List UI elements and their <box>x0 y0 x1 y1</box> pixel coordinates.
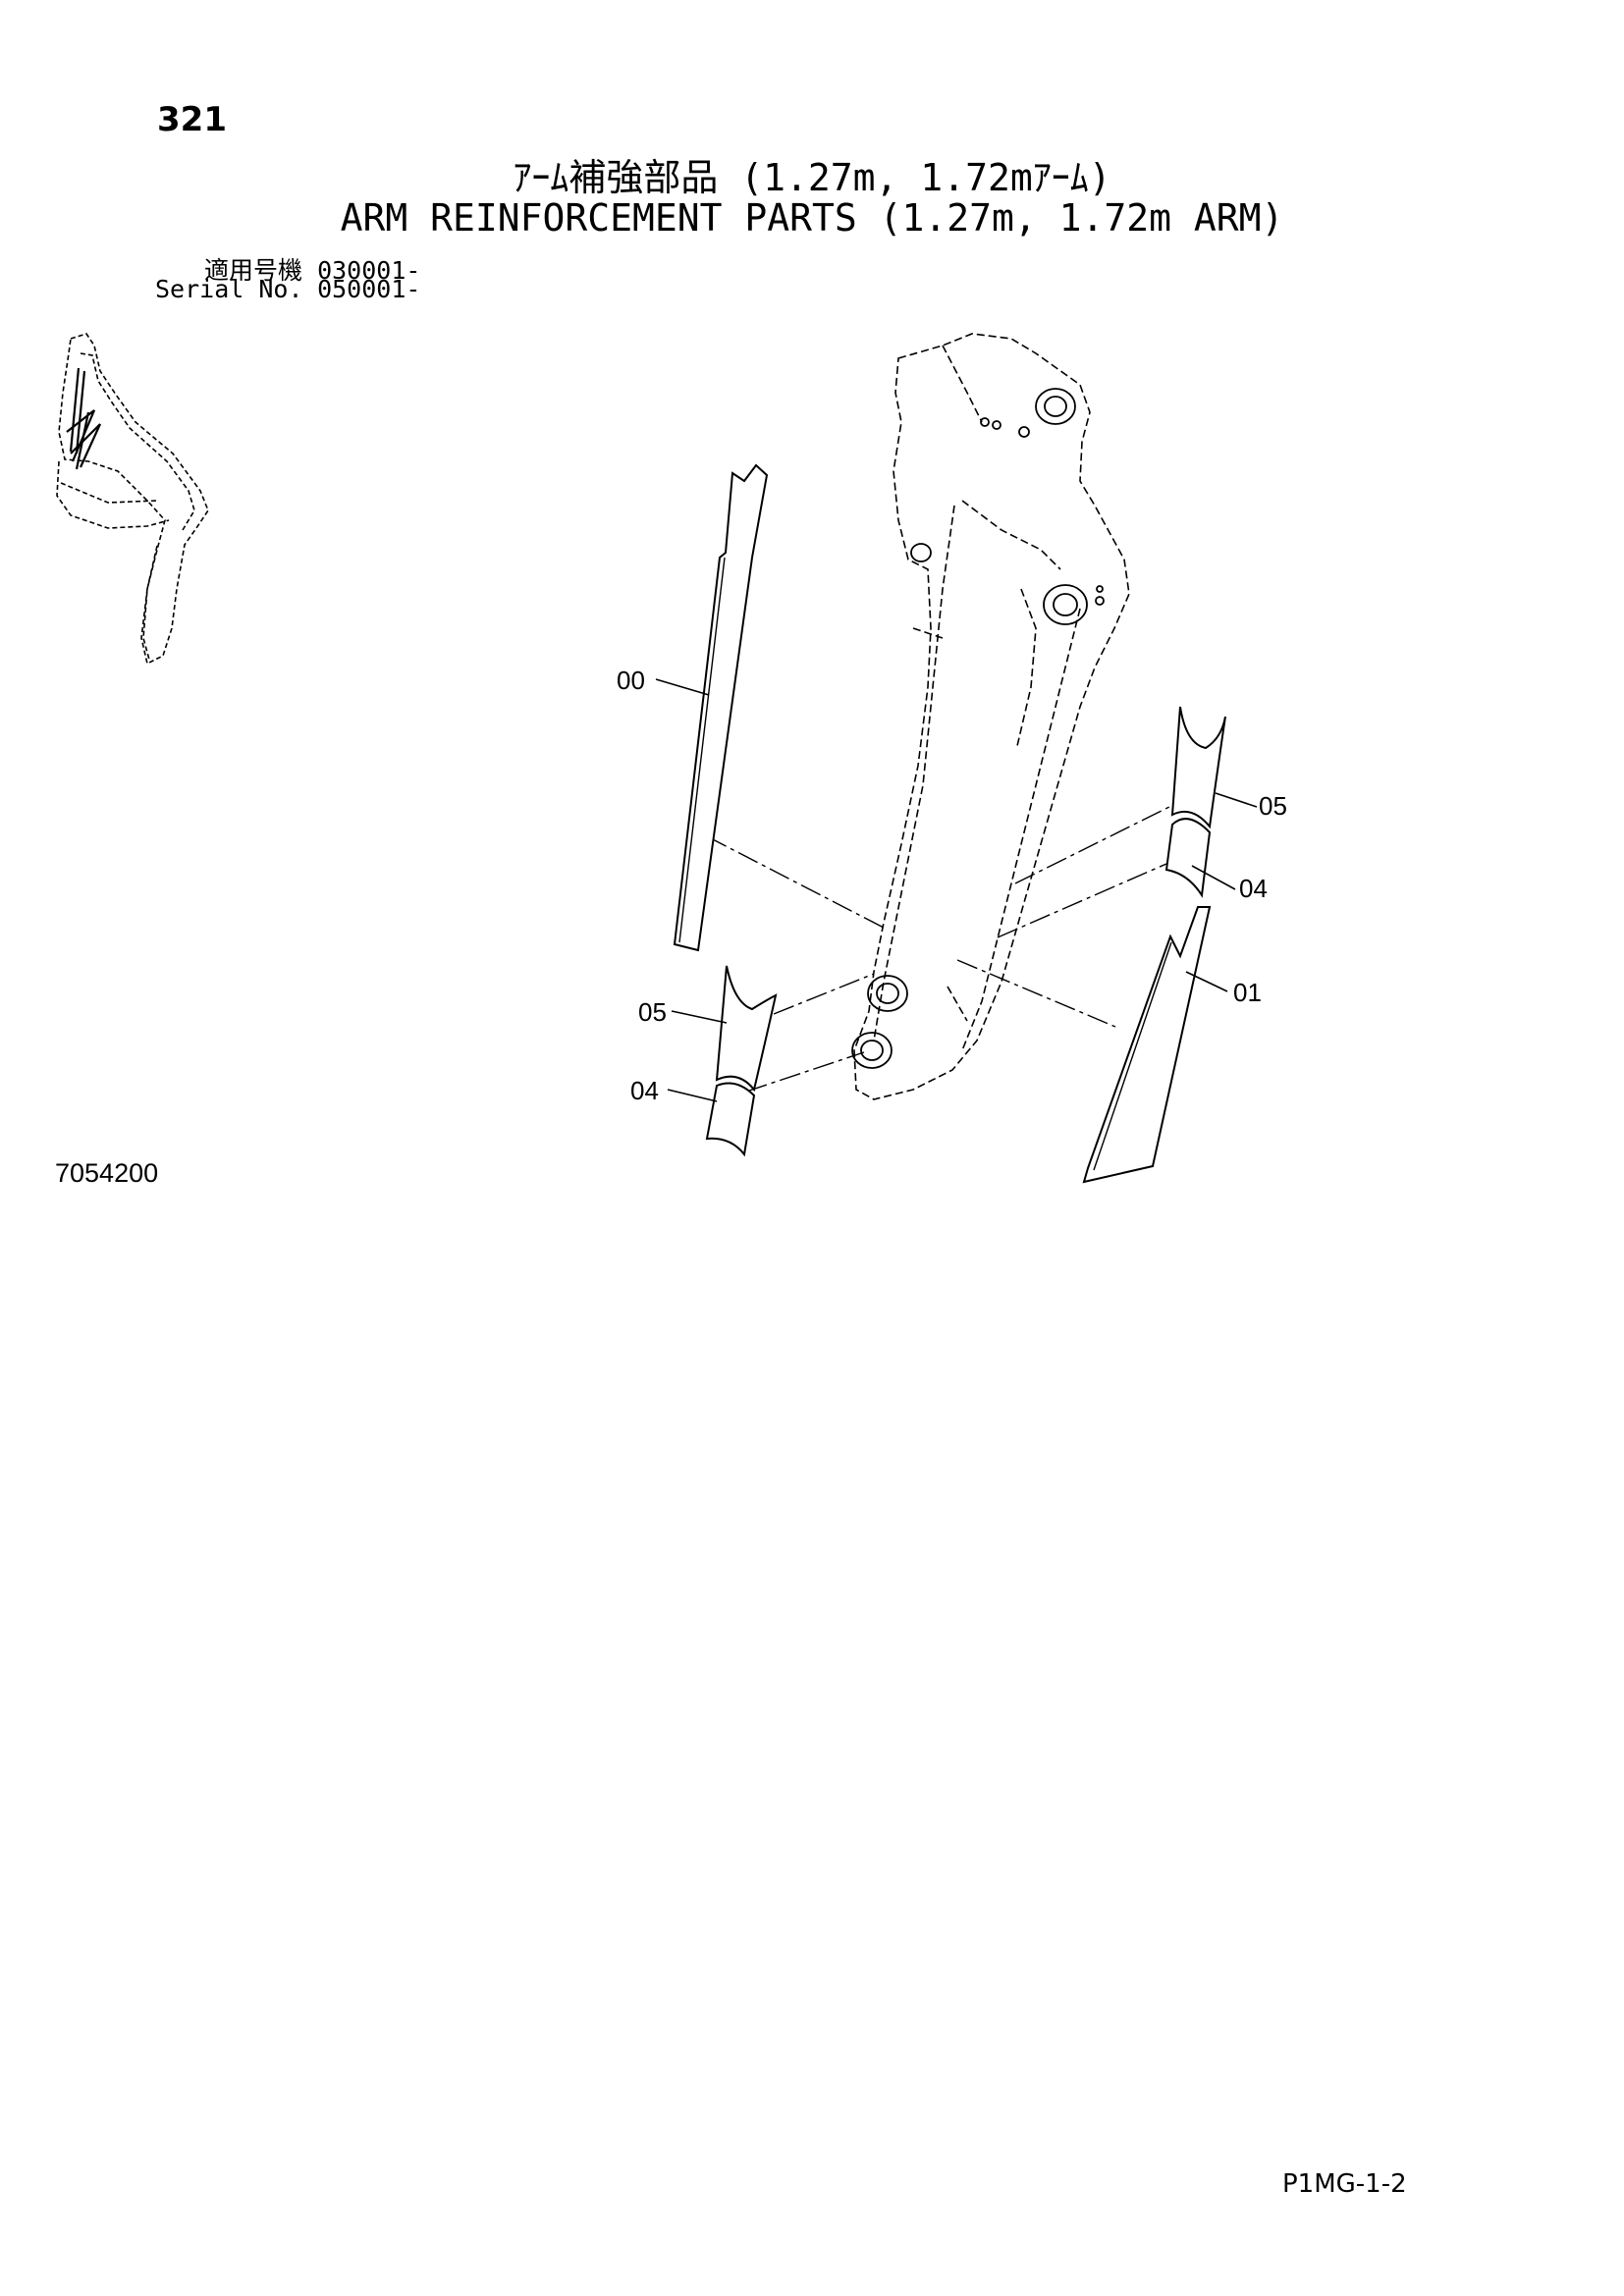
part-00-plate <box>673 463 769 952</box>
title-japanese: ｱｰﾑ補強部品 (1.27m, 1.72mｱｰﾑ) <box>513 156 1111 199</box>
serial-applicability-en: Serial No. 050001- <box>155 275 420 303</box>
callout-leaders <box>655 678 1258 1102</box>
callout-01: 01 <box>1233 978 1262 1007</box>
part-04-right-gusset <box>1164 818 1212 898</box>
part-05-right-gusset <box>1170 706 1226 829</box>
title-english: ARM REINFORCEMENT PARTS (1.27m, 1.72m AR… <box>340 196 1284 240</box>
part-05-left-gusset <box>715 965 778 1093</box>
callout-05-right: 05 <box>1259 791 1287 821</box>
serial-jp-label: 適用号機 <box>203 256 302 285</box>
callout-04-left: 04 <box>630 1076 659 1105</box>
excavator-boom-cylinder <box>66 367 102 470</box>
figure-number: 7054200 <box>55 1158 159 1188</box>
callout-00: 00 <box>617 666 645 695</box>
page-code: P1MG-1-2 <box>1282 2169 1407 2199</box>
excavator-locator-sketch <box>56 333 209 666</box>
serial-en-label: Serial No. <box>155 275 303 303</box>
part-04-left-gusset <box>705 1082 756 1157</box>
arm-body <box>853 333 1130 1100</box>
serial-applicability-jp: 適用号機 030001- <box>155 251 420 287</box>
page-number: 321 <box>157 100 227 139</box>
part-01-plate <box>1082 906 1212 1184</box>
assembly-centre-lines <box>706 804 1174 1093</box>
arm-pin-bosses <box>851 388 1105 1069</box>
callout-04-right: 04 <box>1239 874 1268 903</box>
callout-05-left: 05 <box>638 997 667 1027</box>
serial-en-value: 050001- <box>317 275 421 303</box>
serial-jp-value: 030001- <box>317 256 421 285</box>
